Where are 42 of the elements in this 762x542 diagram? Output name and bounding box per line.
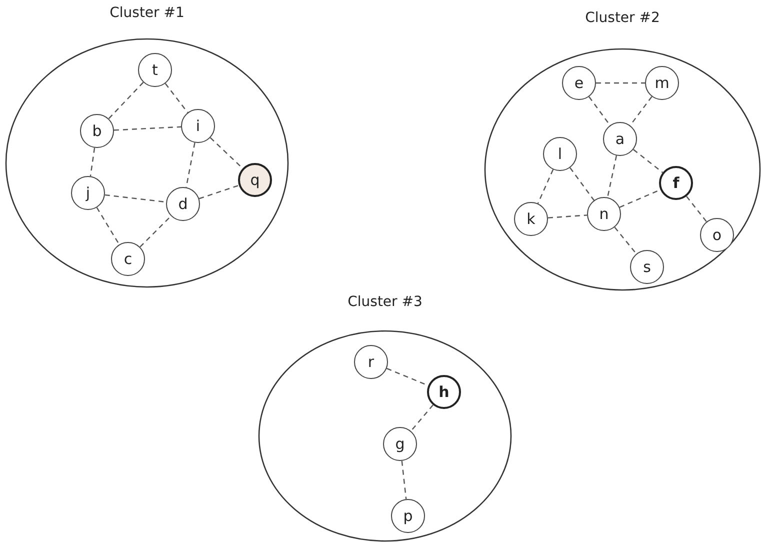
node-circle: g bbox=[383, 427, 417, 461]
node-circle: l bbox=[543, 137, 577, 171]
node-circle: n bbox=[587, 197, 621, 231]
dashed-line bbox=[410, 404, 434, 432]
node-circle: q bbox=[238, 163, 272, 197]
node-circle: m bbox=[645, 66, 679, 100]
node-circle: h bbox=[427, 375, 461, 409]
node-circle: c bbox=[111, 242, 145, 276]
node-circle: j bbox=[71, 176, 105, 210]
node-circle: t bbox=[138, 53, 172, 87]
node-circle: s bbox=[630, 250, 664, 284]
dashed-line bbox=[198, 184, 240, 200]
node-circle: i bbox=[181, 109, 215, 143]
node-circle: d bbox=[166, 187, 200, 221]
node-circle: o bbox=[700, 218, 734, 252]
dashed-line bbox=[210, 137, 244, 169]
dashed-line bbox=[140, 216, 172, 248]
dashed-line bbox=[606, 156, 618, 198]
dashed-line bbox=[614, 226, 637, 254]
cluster-title: Cluster #2 bbox=[585, 10, 660, 26]
dashed-line bbox=[104, 194, 166, 203]
dashed-line bbox=[114, 126, 182, 131]
cluster-title: Cluster #1 bbox=[110, 5, 184, 21]
node-circle: r bbox=[354, 345, 388, 379]
node-circle: e bbox=[562, 66, 596, 100]
dashed-line bbox=[596, 82, 645, 84]
node-circle: p bbox=[391, 499, 425, 533]
dashed-line bbox=[401, 460, 407, 500]
node-circle: b bbox=[80, 114, 114, 148]
dashed-line bbox=[108, 82, 144, 120]
cluster-title: Cluster #3 bbox=[348, 294, 422, 310]
dashed-line bbox=[537, 169, 554, 204]
dashed-line bbox=[633, 149, 663, 173]
dashed-line bbox=[164, 83, 188, 113]
dashed-line bbox=[548, 214, 588, 218]
dashed-line bbox=[90, 148, 96, 176]
dashed-line bbox=[96, 207, 120, 245]
dashed-line bbox=[570, 167, 594, 201]
node-circle: k bbox=[514, 202, 548, 236]
dashed-line bbox=[686, 196, 707, 222]
node-circle: f bbox=[659, 166, 693, 200]
node-circle: a bbox=[603, 122, 637, 156]
